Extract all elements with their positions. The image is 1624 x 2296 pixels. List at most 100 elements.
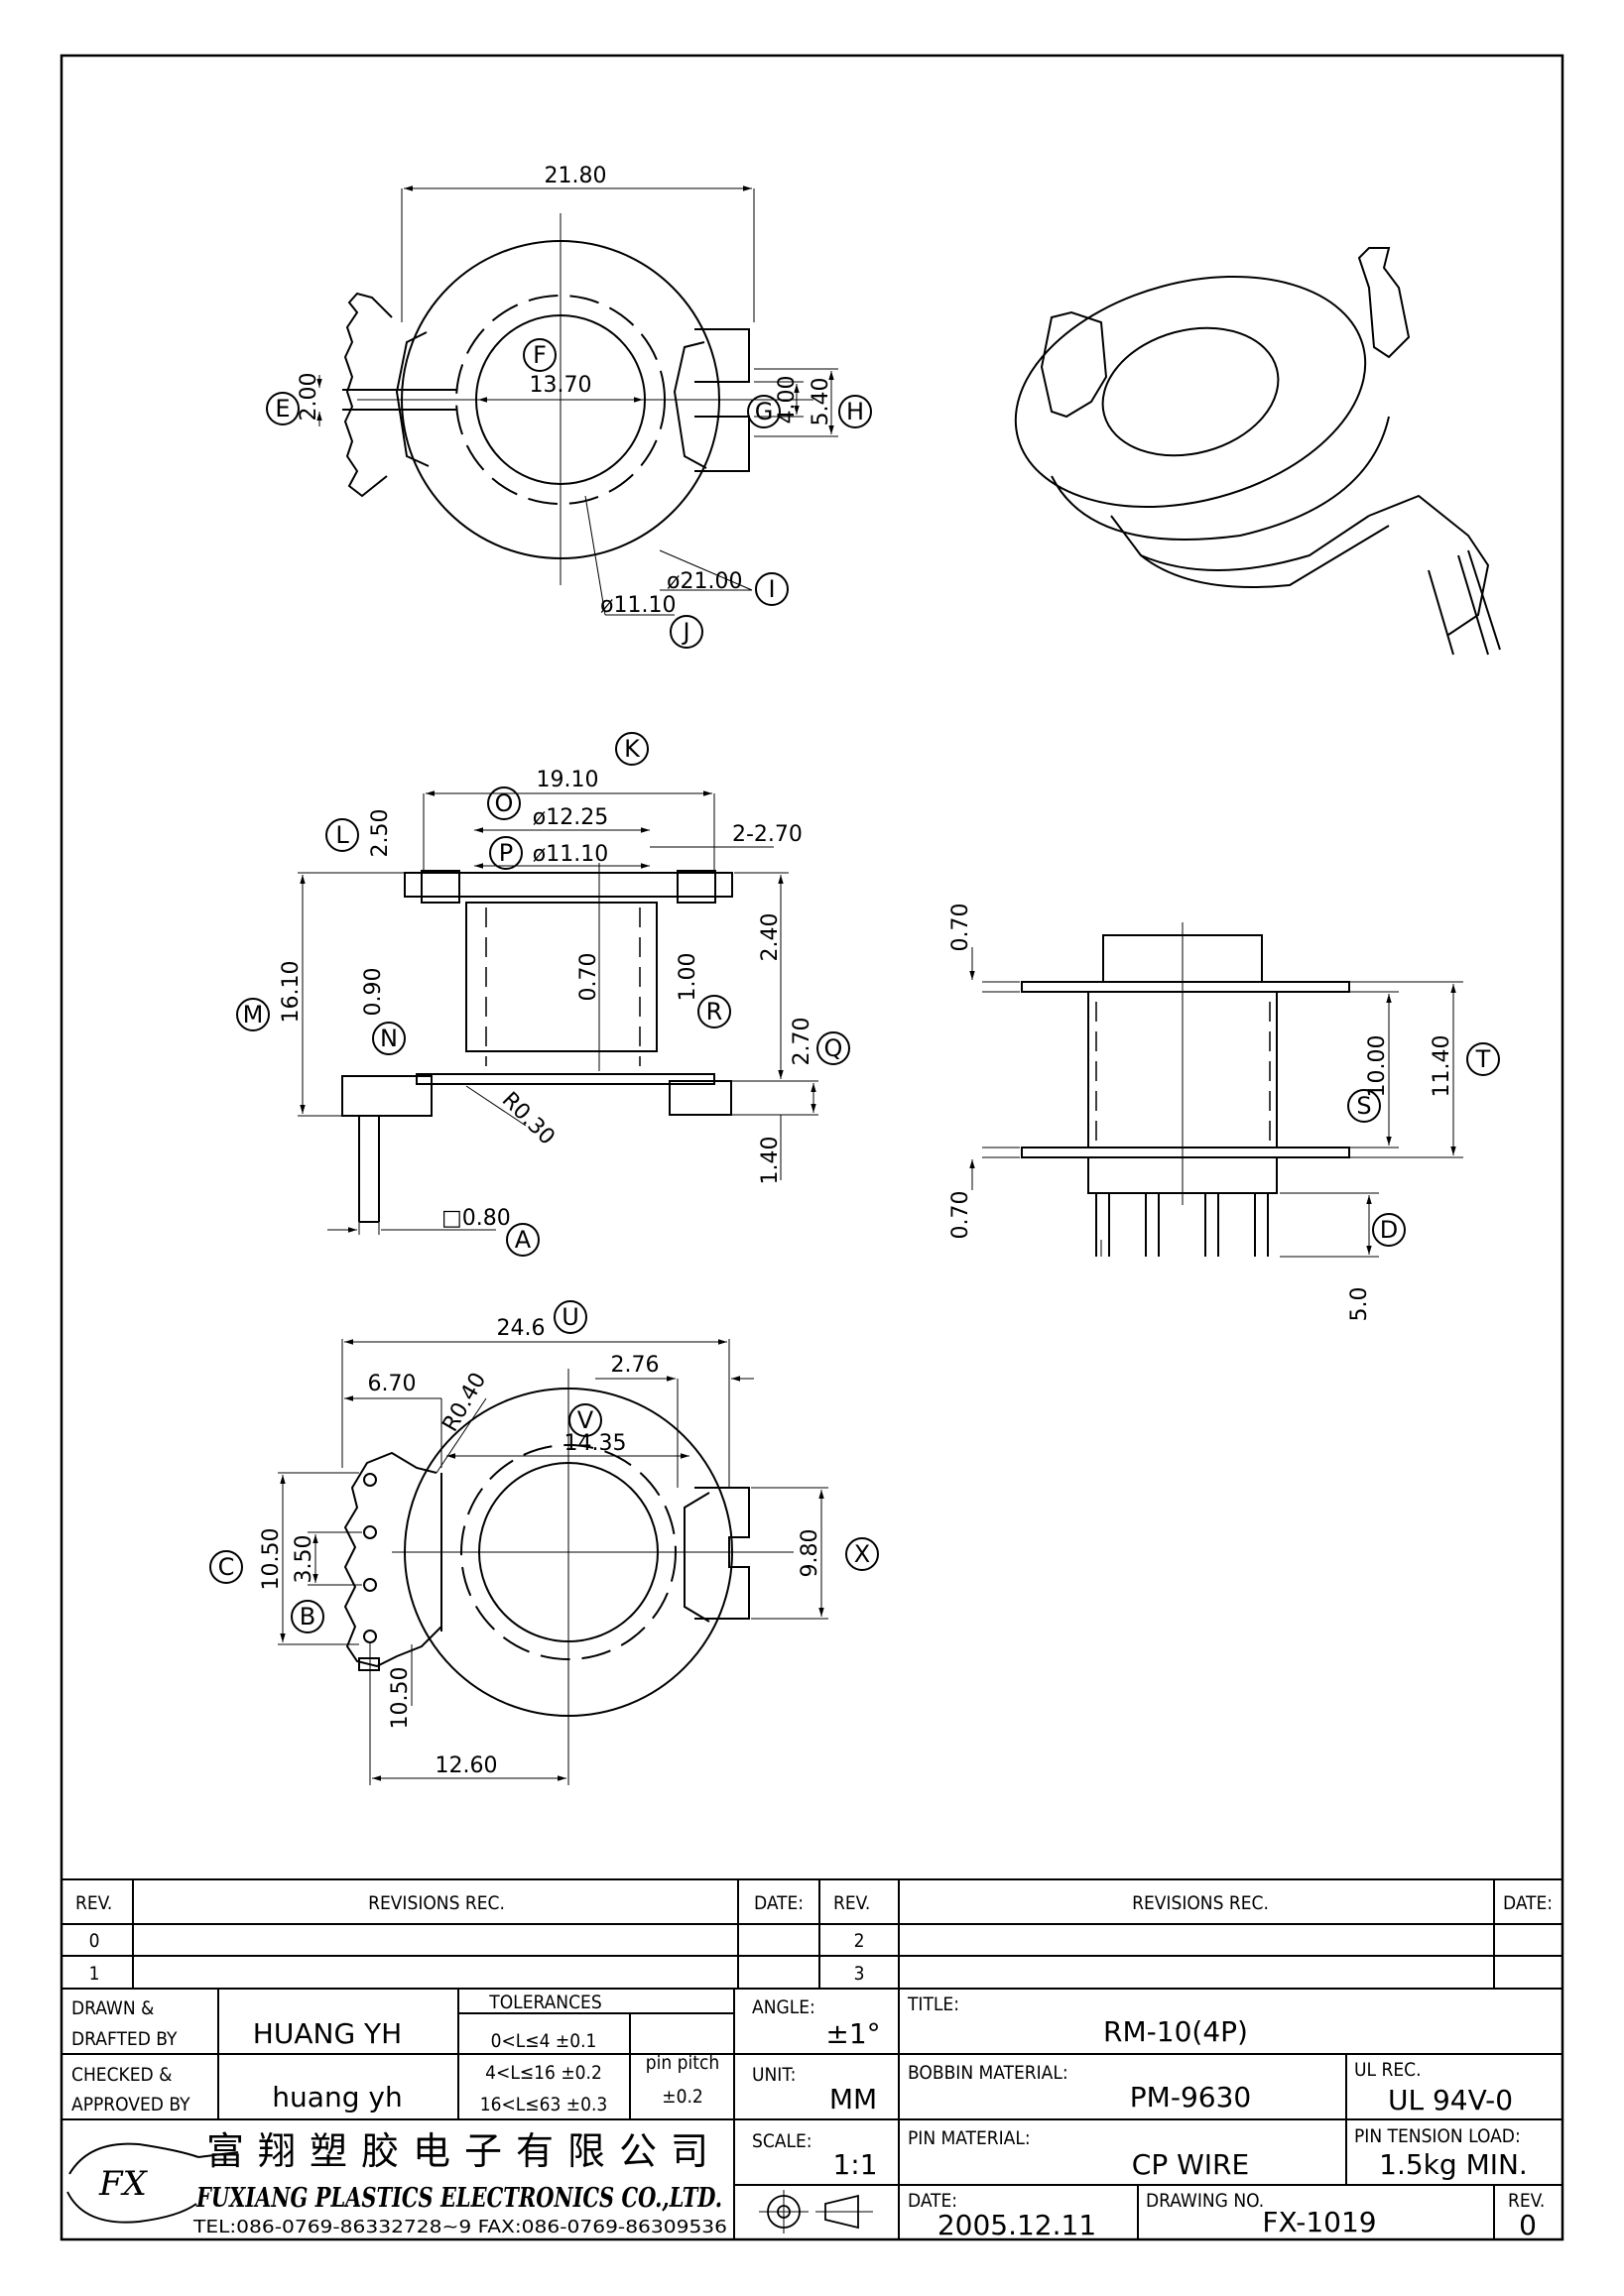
- ref-m: M: [243, 1001, 264, 1028]
- bobbin-value: PM-9630: [1130, 2081, 1251, 2114]
- dim-front-dia1: ø12.25: [533, 805, 608, 830]
- tol-row-3: 16<L≤63 ±0.3: [480, 2094, 608, 2115]
- top-view: [316, 185, 838, 616]
- reference-markers: [209, 338, 1500, 1633]
- isometric-view: [1014, 247, 1501, 656]
- date-value: 2005.12.11: [937, 2209, 1096, 2241]
- ref-r: R: [706, 998, 723, 1026]
- side-view: [969, 922, 1463, 1258]
- revisions-header-right: REVISIONS REC.: [1132, 1892, 1269, 1914]
- dim-front-right-top: 2.40: [758, 913, 783, 962]
- dim-bottom-pin-gap: 10.50: [388, 1667, 413, 1730]
- ref-u: U: [562, 1303, 579, 1331]
- drawn-by: HUANG YH: [253, 2017, 402, 2050]
- unit-label: UNIT:: [752, 2064, 796, 2086]
- ref-b: B: [300, 1603, 315, 1631]
- tol-row-2: 4<L≤16 ±0.2: [485, 2062, 602, 2084]
- checked-by: huang yh: [272, 2081, 402, 2114]
- ref-c: C: [218, 1553, 235, 1581]
- ref-d: D: [1380, 1216, 1398, 1244]
- dim-bottom-right: 2.76: [611, 1353, 660, 1378]
- dim-top-e: 2.00: [297, 373, 321, 422]
- projection-symbol-icon: [759, 2190, 873, 2234]
- ul-label: UL REC.: [1354, 2059, 1422, 2081]
- ref-i: I: [768, 575, 775, 603]
- ref-a: A: [515, 1226, 532, 1254]
- title-value: RM-10(4P): [1103, 2015, 1248, 2048]
- dim-front-width: 19.10: [537, 768, 599, 792]
- pin-material-value: CP WIRE: [1132, 2148, 1249, 2181]
- company-name-en: FUXIANG PLASTICS ELECTRONICS CO.,LTD.: [195, 2183, 722, 2214]
- rev-header: REV.: [75, 1892, 112, 1914]
- rev-header-right: REV.: [833, 1892, 870, 1914]
- tol-row-1: 0<L≤4 ±0.1: [491, 2030, 597, 2052]
- dim-bottom-left: 6.70: [368, 1372, 417, 1396]
- ref-x: X: [854, 1540, 870, 1568]
- scale-value: 1:1: [832, 2148, 877, 2181]
- ref-s: S: [1356, 1092, 1371, 1120]
- angle-label: ANGLE:: [752, 1996, 815, 2018]
- dim-side-s: 10.00: [1365, 1035, 1390, 1098]
- dim-top-inner: 13.70: [530, 373, 592, 398]
- dim-bottom-bottom: 12.60: [436, 1753, 498, 1778]
- date-header-right: DATE:: [1503, 1892, 1553, 1914]
- date-header: DATE:: [754, 1892, 804, 1914]
- revisions-header: REVISIONS REC.: [368, 1892, 505, 1914]
- tension-label: PIN TENSION LOAD:: [1354, 2125, 1521, 2147]
- dim-side-top: 0.70: [948, 904, 973, 952]
- pin-pitch-value: ±0.2: [662, 2086, 703, 2108]
- date-label: DATE:: [908, 2190, 957, 2212]
- ref-e: E: [275, 395, 290, 423]
- ref-p: P: [499, 839, 513, 867]
- dim-top-inner-dia: ø11.10: [600, 593, 676, 618]
- checked-label-2: APPROVED BY: [71, 2094, 190, 2115]
- ref-v: V: [577, 1406, 594, 1434]
- dim-front-height: 16.10: [279, 961, 304, 1024]
- ref-q: Q: [824, 1034, 843, 1062]
- dim-front-center: 0.70: [576, 953, 601, 1002]
- dim-front-q: 2.70: [790, 1018, 814, 1066]
- rev-value: 0: [1519, 2209, 1537, 2241]
- drawing-no-label: DRAWING NO.: [1146, 2190, 1264, 2212]
- dim-front-radius: R0.30: [497, 1088, 560, 1150]
- dim-front-pin-len: 1.40: [758, 1137, 783, 1185]
- rev-row-2: 2: [854, 1930, 865, 1952]
- ref-g: G: [755, 398, 774, 425]
- angle-value: ±1°: [825, 2017, 880, 2050]
- dim-front-l: 2.50: [368, 809, 393, 858]
- rev-row-0: 0: [89, 1930, 100, 1952]
- dim-front-pin: □0.80: [441, 1206, 511, 1231]
- title-block-grid: [62, 1878, 1562, 2239]
- ref-n: N: [380, 1025, 398, 1052]
- checked-label-1: CHECKED &: [71, 2064, 172, 2086]
- ref-f: F: [533, 341, 547, 369]
- ref-l: L: [335, 821, 349, 849]
- drawn-label-1: DRAWN &: [71, 1997, 154, 2019]
- logo-text: FX: [98, 2164, 149, 2204]
- pin-pitch-label: pin pitch: [646, 2052, 719, 2074]
- drawing-no-value: FX-1019: [1262, 2206, 1376, 2238]
- unit-value: MM: [829, 2083, 877, 2115]
- company-tel: TEL:086-0769-86332728~9 FAX:086-0769-863…: [192, 2217, 727, 2237]
- dim-bottom-b: 3.50: [292, 1535, 316, 1584]
- ref-k: K: [624, 735, 641, 763]
- dim-side-pin: 5.0: [1347, 1287, 1372, 1322]
- dim-top-outer-dia: ø21.00: [667, 569, 742, 594]
- dim-top-h: 5.40: [809, 378, 833, 426]
- dim-bottom-inner: 14.35: [564, 1431, 627, 1456]
- ref-h: H: [846, 398, 864, 425]
- bottom-view: [278, 1339, 828, 1785]
- sheet-border: [60, 54, 1564, 2241]
- dim-bottom-c: 10.50: [259, 1528, 284, 1591]
- company-name-cn: 富翔塑胶电子有限公司: [206, 2129, 722, 2173]
- rev-row-1: 1: [89, 1963, 100, 1985]
- scale-label: SCALE:: [752, 2130, 812, 2152]
- dim-bottom-x: 9.80: [798, 1529, 822, 1578]
- fx-logo-icon: [66, 2142, 239, 2224]
- tension-value: 1.5kg MIN.: [1379, 2148, 1528, 2181]
- ul-value: UL 94V-0: [1388, 2084, 1513, 2116]
- ref-o: O: [495, 789, 514, 817]
- front-view: [298, 790, 818, 1235]
- title-label: TITLE:: [907, 1994, 959, 2015]
